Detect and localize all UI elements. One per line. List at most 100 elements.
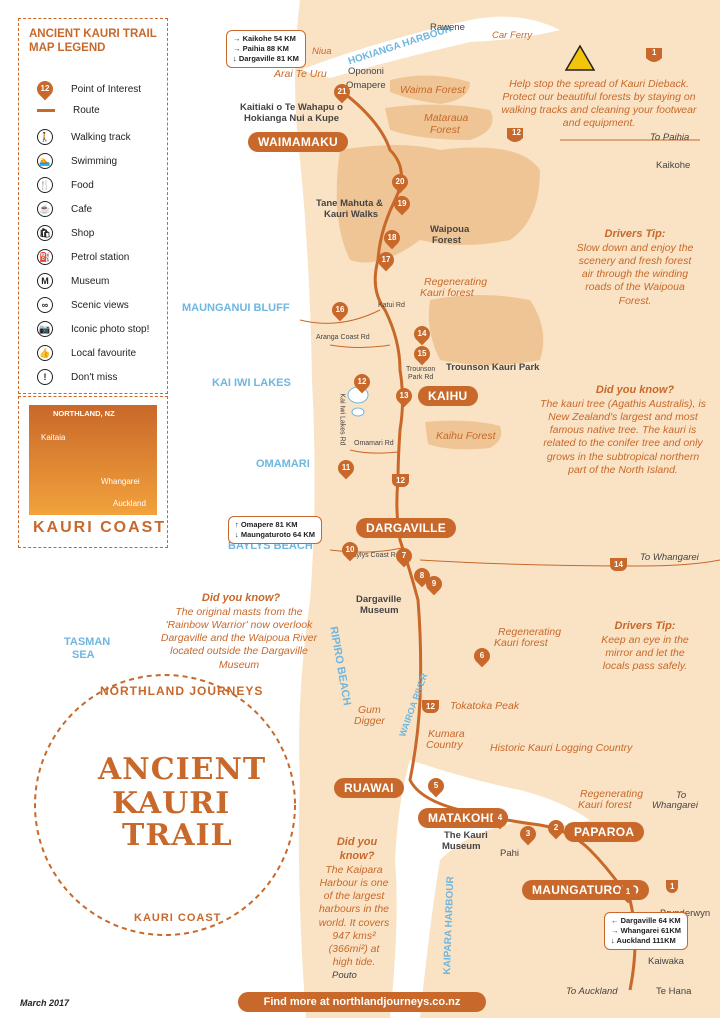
- label-omamari: OMAMARI: [256, 458, 310, 470]
- highway-12-shield: [507, 128, 523, 142]
- food-icon: 🍴: [37, 177, 53, 193]
- label-tasman-sea: TASMAN: [64, 636, 111, 648]
- note-drivers1-title: Drivers Tip:: [604, 228, 666, 240]
- poi-pin[interactable]: 6: [470, 644, 494, 668]
- label-to-auckland: To Auckland: [566, 986, 618, 997]
- poi-pin[interactable]: 7: [392, 544, 416, 568]
- brand-title-2: KAURI: [112, 786, 231, 821]
- label-niua: Niua: [312, 46, 332, 57]
- inset-auckland-label: Auckland: [113, 499, 146, 508]
- legend-item: 🚶 Walking track: [37, 129, 131, 145]
- label-regen-3b: Kauri forest: [578, 799, 632, 811]
- poi-pin[interactable]: 20: [388, 170, 412, 194]
- legend-title-line1: ANCIENT KAURI TRAIL: [29, 28, 157, 40]
- poi-pin[interactable]: 4: [488, 806, 512, 830]
- label-kaihu-forest: Kaihu Forest: [436, 430, 496, 442]
- poi-pin[interactable]: 15: [410, 342, 434, 366]
- inset-whangarei-label: Whangarei: [101, 477, 140, 486]
- distance-whangarei: → Whangarei 61KM: [611, 926, 682, 936]
- poi-pin-number: 16: [335, 305, 345, 314]
- footer-link[interactable]: Find more at northlandjourneys.co.nz: [238, 992, 486, 1012]
- legend-item-label: Cafe: [71, 203, 93, 215]
- label-tasman-sea-2: SEA: [72, 649, 95, 661]
- distance-dargaville-2: ← Dargaville 64 KM: [611, 916, 681, 925]
- distance-maungaturoto: ↓ Maungaturoto 64 KM: [235, 530, 315, 540]
- label-car-ferry: Car Ferry: [492, 30, 533, 41]
- distance-paihia: → Paihia 88 KM: [233, 44, 289, 54]
- poi-pin[interactable]: 19: [390, 192, 414, 216]
- label-gum-digger-2: Digger: [354, 715, 385, 727]
- label-tokatoka-peak: Tokatoka Peak: [450, 700, 520, 712]
- poi-pin[interactable]: 8: [410, 564, 434, 588]
- label-kauri-museum: The Kauri: [444, 830, 488, 841]
- poi-pin-number: 18: [387, 233, 397, 242]
- note-dyk3-title: Did you know?: [336, 836, 378, 862]
- poi-pin-number: 20: [395, 177, 405, 186]
- poi-pin[interactable]: 16: [328, 298, 352, 322]
- warning-sign-icon: [564, 44, 596, 71]
- legend-item-label: Route: [73, 105, 100, 116]
- poi-pin-number: 11: [341, 463, 351, 472]
- poi-pin-number: 4: [497, 813, 503, 822]
- poi-pin-number: 7: [401, 551, 407, 560]
- poi-pin-number: 19: [397, 199, 407, 208]
- poi-pin[interactable]: 5: [424, 774, 448, 798]
- walking-icon: 🚶: [37, 129, 53, 145]
- swimming-icon: 🏊: [37, 153, 53, 169]
- highway-12-label: 12: [512, 128, 521, 137]
- poi-pin-number: 21: [337, 87, 347, 96]
- note-dyk2: The original masts from the 'Rainbow War…: [160, 606, 318, 671]
- brand-arc-top: NORTHLAND JOURNEYS: [100, 684, 264, 698]
- poi-pin-number: 2: [553, 823, 559, 832]
- label-mataraua-forest: Mataraua: [424, 112, 469, 124]
- town-matakohe: MATAKOHE: [418, 808, 508, 828]
- legend-item-label: Museum: [71, 275, 110, 287]
- distance-auckland: ↓ Auckland 111KM: [611, 936, 676, 946]
- poi-pin-number: 12: [357, 377, 367, 386]
- legend-item-label: Walking track: [71, 131, 131, 143]
- poi-pin[interactable]: 2: [544, 816, 568, 840]
- label-kaiwaka: Kaiwaka: [648, 956, 684, 967]
- poi-pin[interactable]: 12: [350, 370, 374, 394]
- label-rawene: Rawene: [430, 22, 465, 33]
- poi-pin[interactable]: 18: [380, 226, 404, 250]
- label-regen-2b: Kauri forest: [494, 637, 548, 649]
- label-katui-rd: Katui Rd: [378, 302, 405, 309]
- poi-pin[interactable]: 10: [338, 538, 362, 562]
- label-te-hana: Te Hana: [656, 986, 692, 997]
- brand-title-3: TRAIL: [122, 818, 233, 853]
- inset-brand: KAURI COAST: [33, 519, 167, 536]
- legend-item-label: Shop: [71, 227, 95, 239]
- label-to-whangarei: To Whangarei: [640, 552, 699, 563]
- brand-arc-bottom: KAURI COAST: [134, 912, 222, 924]
- poi-pin[interactable]: 21: [330, 80, 354, 104]
- poi-pin-number: 8: [419, 571, 425, 580]
- label-kai-iwi-lakes: KAI IWI LAKES: [212, 377, 291, 389]
- poi-pin[interactable]: 11: [334, 456, 358, 480]
- note-dyk3: The Kaipara Harbour is one of the larges…: [318, 864, 390, 968]
- label-historic-logging: Historic Kauri Logging Country: [490, 742, 633, 754]
- pin-icon: 12: [33, 77, 57, 101]
- inset-region-label: NORTHLAND, NZ: [53, 409, 115, 418]
- label-waipoua-forest-2: Forest: [432, 235, 462, 246]
- poi-pin[interactable]: 17: [374, 248, 398, 272]
- inset-map-image: NORTHLAND, NZ Kaitaia Whangarei Auckland: [29, 405, 157, 515]
- town-ruawai: RUAWAI: [334, 778, 404, 798]
- label-regen-1: Regenerating: [424, 276, 488, 288]
- distance-box-dargaville: ↑ Omapere 81 KM ↓ Maungaturoto 64 KM: [228, 516, 322, 545]
- thumbs-up-icon: 👍: [37, 345, 53, 361]
- poi-pin[interactable]: 3: [516, 822, 540, 846]
- legend-item-label: Swimming: [71, 155, 118, 167]
- label-dargaville-museum: Dargaville: [356, 594, 402, 605]
- petrol-icon: ⛽: [37, 249, 53, 265]
- poi-pin[interactable]: 1: [616, 880, 640, 904]
- label-kaitiaki-2: Hokianga Nui a Kupe: [244, 113, 340, 124]
- label-omamari-rd: Omamari Rd: [354, 440, 394, 447]
- poi-pin[interactable]: 13: [392, 384, 416, 408]
- label-regen-3: Regenerating: [580, 788, 644, 800]
- label-opononi: Opononi: [348, 66, 384, 77]
- inset-map: NORTHLAND, NZ Kaitaia Whangarei Auckland…: [18, 396, 168, 548]
- poi-pin[interactable]: 14: [410, 322, 434, 346]
